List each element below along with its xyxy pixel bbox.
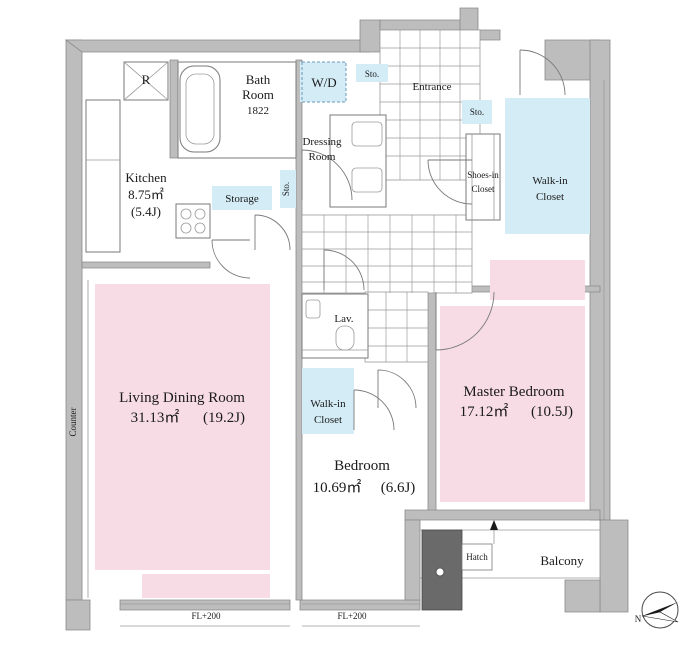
bath-code: 1822 bbox=[247, 105, 269, 117]
lav-label: Lav. bbox=[334, 313, 353, 325]
sto-kitchen-zone bbox=[280, 170, 296, 208]
lav-fixtures bbox=[301, 293, 369, 359]
kitchen-jo: (5.4J) bbox=[131, 204, 161, 219]
sto-top-label: Sto. bbox=[365, 69, 379, 79]
doors bbox=[211, 49, 566, 431]
entrance-label: Entrance bbox=[412, 81, 451, 93]
dressing-line2: Room bbox=[309, 151, 336, 163]
balcony-label: Balcony bbox=[540, 553, 584, 568]
shoes-line1: Shoes-in bbox=[467, 170, 499, 180]
dressing-line1: Dressing bbox=[302, 136, 342, 148]
walkin-master-zone bbox=[505, 98, 590, 234]
fl-bedroom-label: FL+200 bbox=[337, 611, 367, 621]
master-jo: (10.5J) bbox=[531, 404, 573, 420]
balcony-fixtures bbox=[421, 520, 498, 611]
wd-label: W/D bbox=[311, 75, 336, 90]
bath-fixtures bbox=[177, 61, 387, 208]
master-floor-top bbox=[490, 260, 585, 300]
walkin-bedroom-line1: Walk-in bbox=[310, 398, 346, 410]
walkin-master-line2: Closet bbox=[536, 191, 564, 203]
kitchen-fixtures bbox=[85, 61, 211, 253]
fridge-label: R bbox=[142, 72, 151, 87]
living-floor-strip bbox=[142, 574, 270, 598]
master-name: Master Bedroom bbox=[463, 384, 565, 400]
bath-name-2: Room bbox=[242, 87, 274, 102]
walkin-bedroom-zone bbox=[302, 368, 354, 434]
compass-north-label: N bbox=[635, 614, 642, 624]
compass-icon bbox=[641, 591, 679, 629]
bedroom-jo: (6.6J) bbox=[381, 480, 416, 496]
walkin-master-line1: Walk-in bbox=[532, 175, 568, 187]
hatch-label: Hatch bbox=[466, 552, 488, 562]
sto-top-zone bbox=[356, 64, 388, 82]
bedroom-area: 10.69㎡ bbox=[313, 479, 362, 496]
bath-name-1: Bath bbox=[246, 72, 271, 87]
storage-zone bbox=[212, 186, 272, 210]
sto-entrance-zone bbox=[462, 100, 492, 124]
walkin-bedroom-line2: Closet bbox=[314, 414, 342, 426]
living-jo: (19.2J) bbox=[203, 410, 245, 426]
living-name: Living Dining Room bbox=[119, 390, 245, 406]
kitchen-name: Kitchen bbox=[125, 170, 167, 185]
living-area: 31.13㎡ bbox=[131, 409, 180, 426]
master-floor bbox=[440, 306, 585, 502]
storage-label: Storage bbox=[225, 193, 259, 205]
fl-living-label: FL+200 bbox=[191, 611, 221, 621]
bedroom-name: Bedroom bbox=[334, 458, 390, 474]
master-area: 17.12㎡ bbox=[460, 403, 509, 420]
labels: R Kitchen 8.75㎡ (5.4J) Bath Room 1822 W/… bbox=[68, 69, 642, 624]
living-floor bbox=[95, 284, 270, 570]
kitchen-area: 8.75㎡ bbox=[128, 187, 164, 202]
sto-entrance-label: Sto. bbox=[470, 107, 484, 117]
entrance-fixtures bbox=[465, 133, 501, 221]
wd-zone bbox=[300, 62, 346, 102]
sto-kitchen-label: Sto. bbox=[281, 182, 291, 196]
shoes-line2: Closet bbox=[471, 184, 495, 194]
counter-label: Counter bbox=[68, 408, 78, 437]
